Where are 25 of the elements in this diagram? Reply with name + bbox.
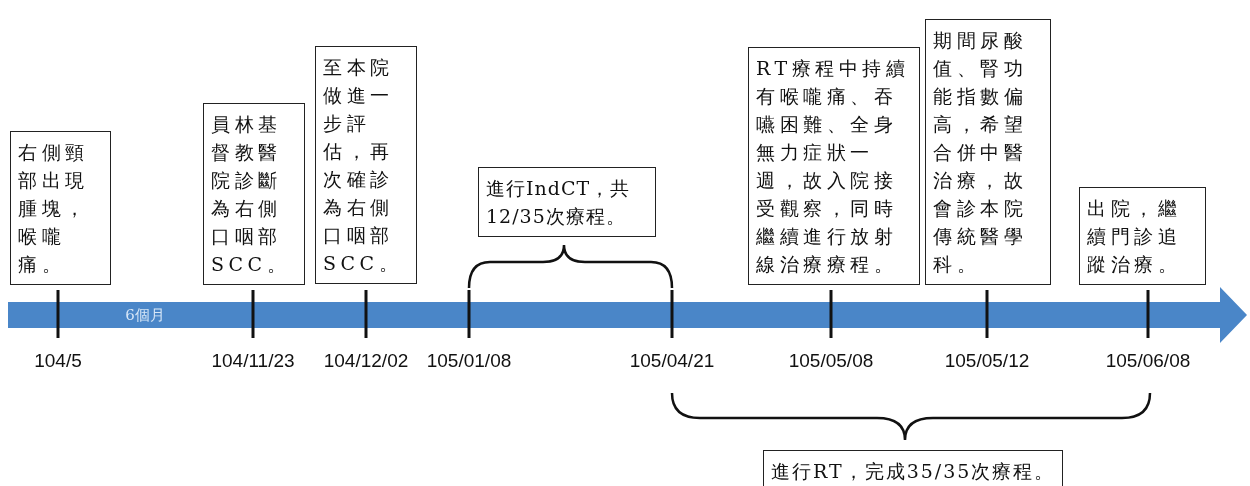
- note-text: 員林基督教醫院診斷為右側口咽部SCC。: [211, 112, 292, 277]
- note-text: 至本院做進一步評估，再次確診為右側口咽部SCC。: [323, 55, 404, 276]
- date-label: 105/06/08: [1105, 350, 1191, 372]
- note-text: 右側頸部出現腫塊，喉嚨痛。: [18, 140, 90, 277]
- date-label: 104/11/23: [211, 350, 295, 372]
- date-label: 104/12/02: [323, 350, 409, 372]
- date-label: 105/05/12: [944, 350, 1030, 372]
- note-text: 進行IndCT，共12/35次療程。: [486, 176, 632, 229]
- duration-label: 6個月: [125, 305, 165, 326]
- note-box: [315, 46, 417, 284]
- note-text: 進行RT，完成35/35次療程。: [771, 459, 1056, 484]
- date-label: 105/01/08: [426, 350, 512, 372]
- note-text: 出院，繼續門診追蹤治療。: [1087, 196, 1182, 277]
- date-label: 105/04/21: [629, 350, 715, 372]
- note-box: [478, 167, 656, 237]
- date-label: 105/05/08: [788, 350, 874, 372]
- note-text: RT療程中持續有喉嚨痛、吞嚥困難、全身無力症狀一週，故入院接受觀察，同時繼續進行放射線治療療程。: [756, 56, 911, 277]
- note-box: [925, 19, 1051, 285]
- note-box: [748, 47, 920, 285]
- note-text: 期間尿酸值、腎功能指數偏高，希望合併中醫治療，故會診本院傳統醫學科。: [933, 28, 1028, 277]
- note-box: [203, 103, 305, 285]
- note-box: [10, 131, 111, 285]
- note-box: [763, 450, 1064, 486]
- date-label: 104/5: [34, 350, 82, 372]
- note-box: [1079, 187, 1206, 285]
